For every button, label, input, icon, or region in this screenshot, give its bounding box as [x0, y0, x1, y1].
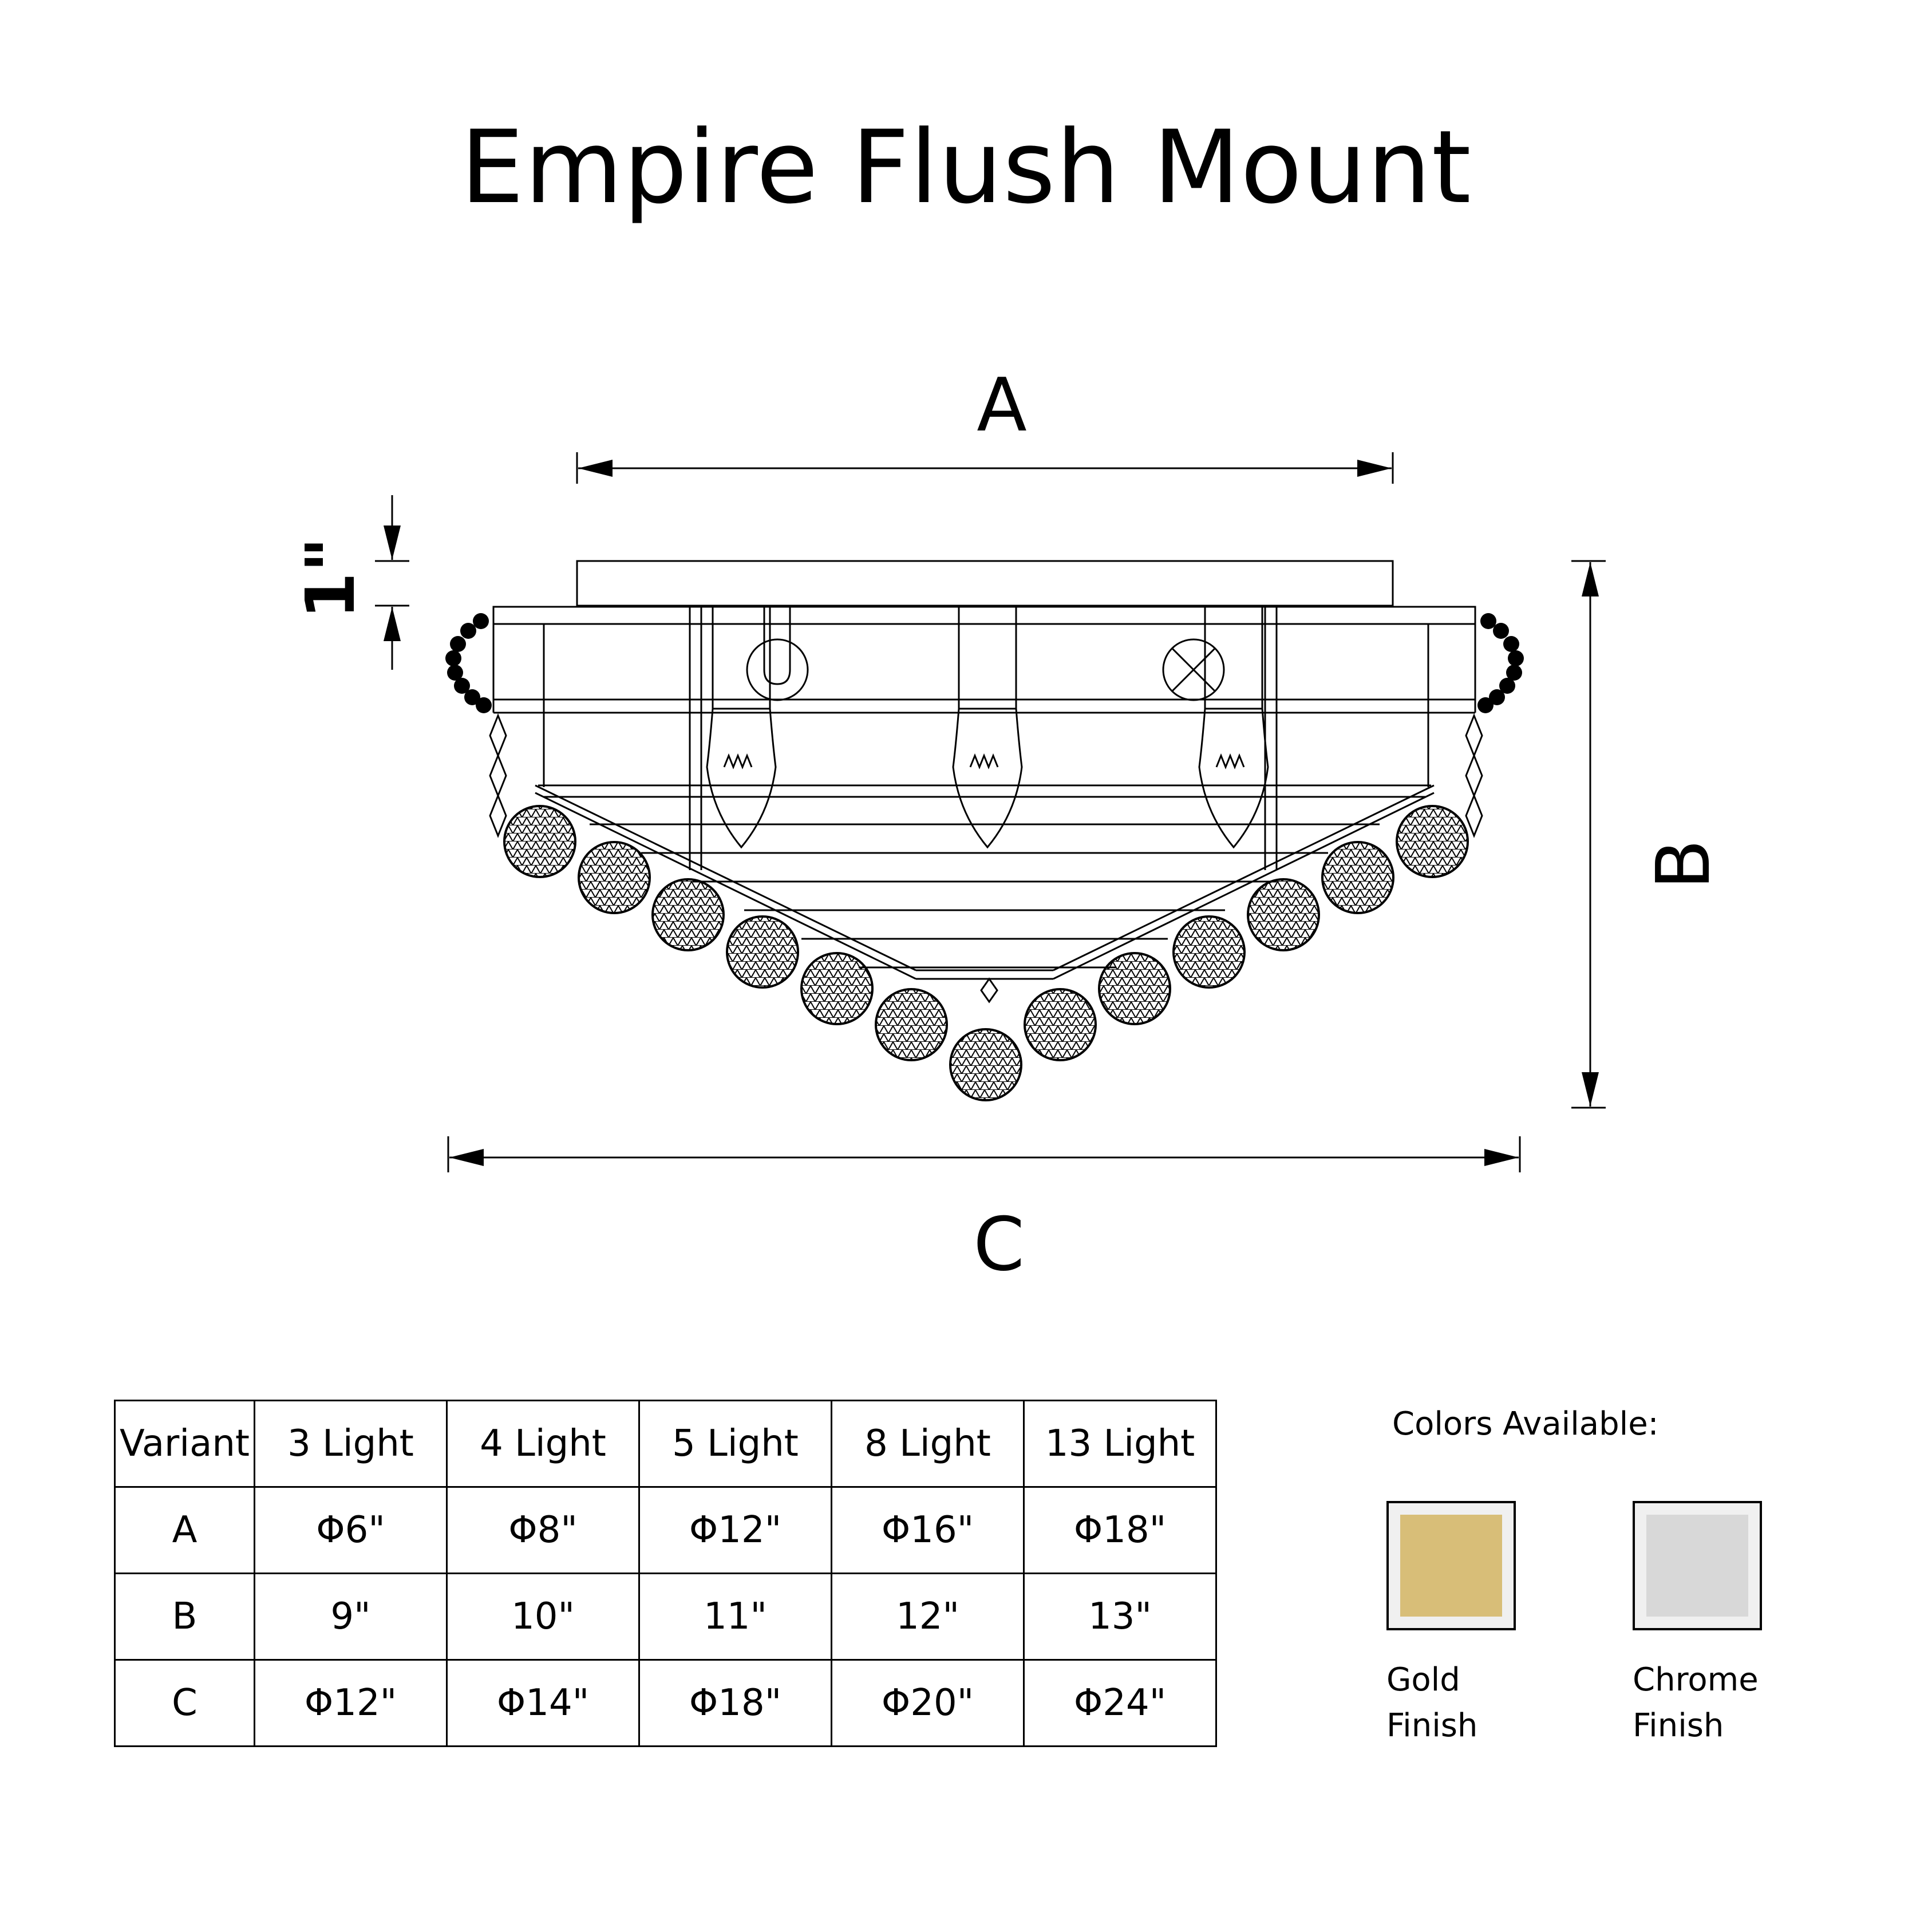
dimension-canopy-label: 1" [291, 537, 370, 619]
colors-available-label: Colors Available: [1392, 1405, 1659, 1443]
table-header-cell: 8 Light [831, 1400, 1025, 1488]
table-header-cell: 4 Light [446, 1400, 640, 1488]
swatch-label-line: Finish [1633, 1707, 1724, 1744]
table-row: B 9" 10" 11" 12" 13" [114, 1573, 1217, 1661]
table-row: C Φ12" Φ14" Φ18" Φ20" Φ24" [114, 1659, 1217, 1747]
table-cell: Φ6" [254, 1486, 448, 1574]
table-header-cell: Variant [114, 1400, 255, 1488]
table-cell: 9" [254, 1573, 448, 1661]
chrome-swatch-fill [1646, 1515, 1748, 1617]
candle-bulbs [706, 708, 1269, 849]
table-cell: C [114, 1659, 255, 1747]
table-cell: 10" [446, 1573, 640, 1661]
dimension-b-label: B [1641, 839, 1726, 890]
table-cell: Φ18" [1023, 1486, 1217, 1574]
dimension-a: A [576, 363, 1394, 484]
table-header-cell: 3 Light [254, 1400, 448, 1488]
table-cell: Φ20" [831, 1659, 1025, 1747]
fixture-body [492, 560, 1476, 980]
table-row: A Φ6" Φ8" Φ12" Φ16" Φ18" [114, 1486, 1217, 1574]
table-header-cell: 13 Light [1023, 1400, 1217, 1488]
dimension-c-label: C [973, 1202, 1024, 1287]
gold-swatch-label: Gold Finish [1386, 1657, 1558, 1749]
table-cell: Φ12" [254, 1659, 448, 1747]
table-cell: 11" [638, 1573, 832, 1661]
table-cell: Φ24" [1023, 1659, 1217, 1747]
table-cell: 13" [1023, 1573, 1217, 1661]
table-header-cell: 5 Light [638, 1400, 832, 1488]
bead-chain-left [445, 613, 492, 713]
dimension-c: C [447, 1136, 1521, 1287]
dimension-canopy: 1" [291, 495, 409, 670]
table-cell: Φ18" [638, 1659, 832, 1747]
swatch-label-line: Finish [1386, 1707, 1478, 1744]
crystal-drops [489, 713, 1483, 1003]
table-cell: Φ12" [638, 1486, 832, 1574]
crystal-balls [503, 805, 1469, 1101]
page-title: Empire Flush Mount [460, 109, 1472, 226]
table-cell: Φ16" [831, 1486, 1025, 1574]
dimension-a-label: A [977, 363, 1027, 448]
table-cell: Φ8" [446, 1486, 640, 1574]
gold-swatch [1386, 1501, 1516, 1630]
chrome-swatch [1633, 1501, 1762, 1630]
bulb-sockets [712, 606, 1263, 710]
gold-swatch-fill [1400, 1515, 1502, 1617]
table-cell: Φ14" [446, 1659, 640, 1747]
table-header-row: Variant 3 Light 4 Light 5 Light 8 Light … [114, 1400, 1217, 1488]
swatch-label-line: Gold [1386, 1661, 1460, 1698]
variant-table: Variant 3 Light 4 Light 5 Light 8 Light … [114, 1400, 1217, 1747]
table-cell: B [114, 1573, 255, 1661]
table-cell: A [114, 1486, 255, 1574]
chrome-swatch-label: Chrome Finish [1633, 1657, 1804, 1749]
table-cell: 12" [831, 1573, 1025, 1661]
bead-chain-right [1477, 613, 1524, 713]
dimension-b: B [1571, 560, 1726, 1109]
swatch-label-line: Chrome [1633, 1661, 1759, 1698]
